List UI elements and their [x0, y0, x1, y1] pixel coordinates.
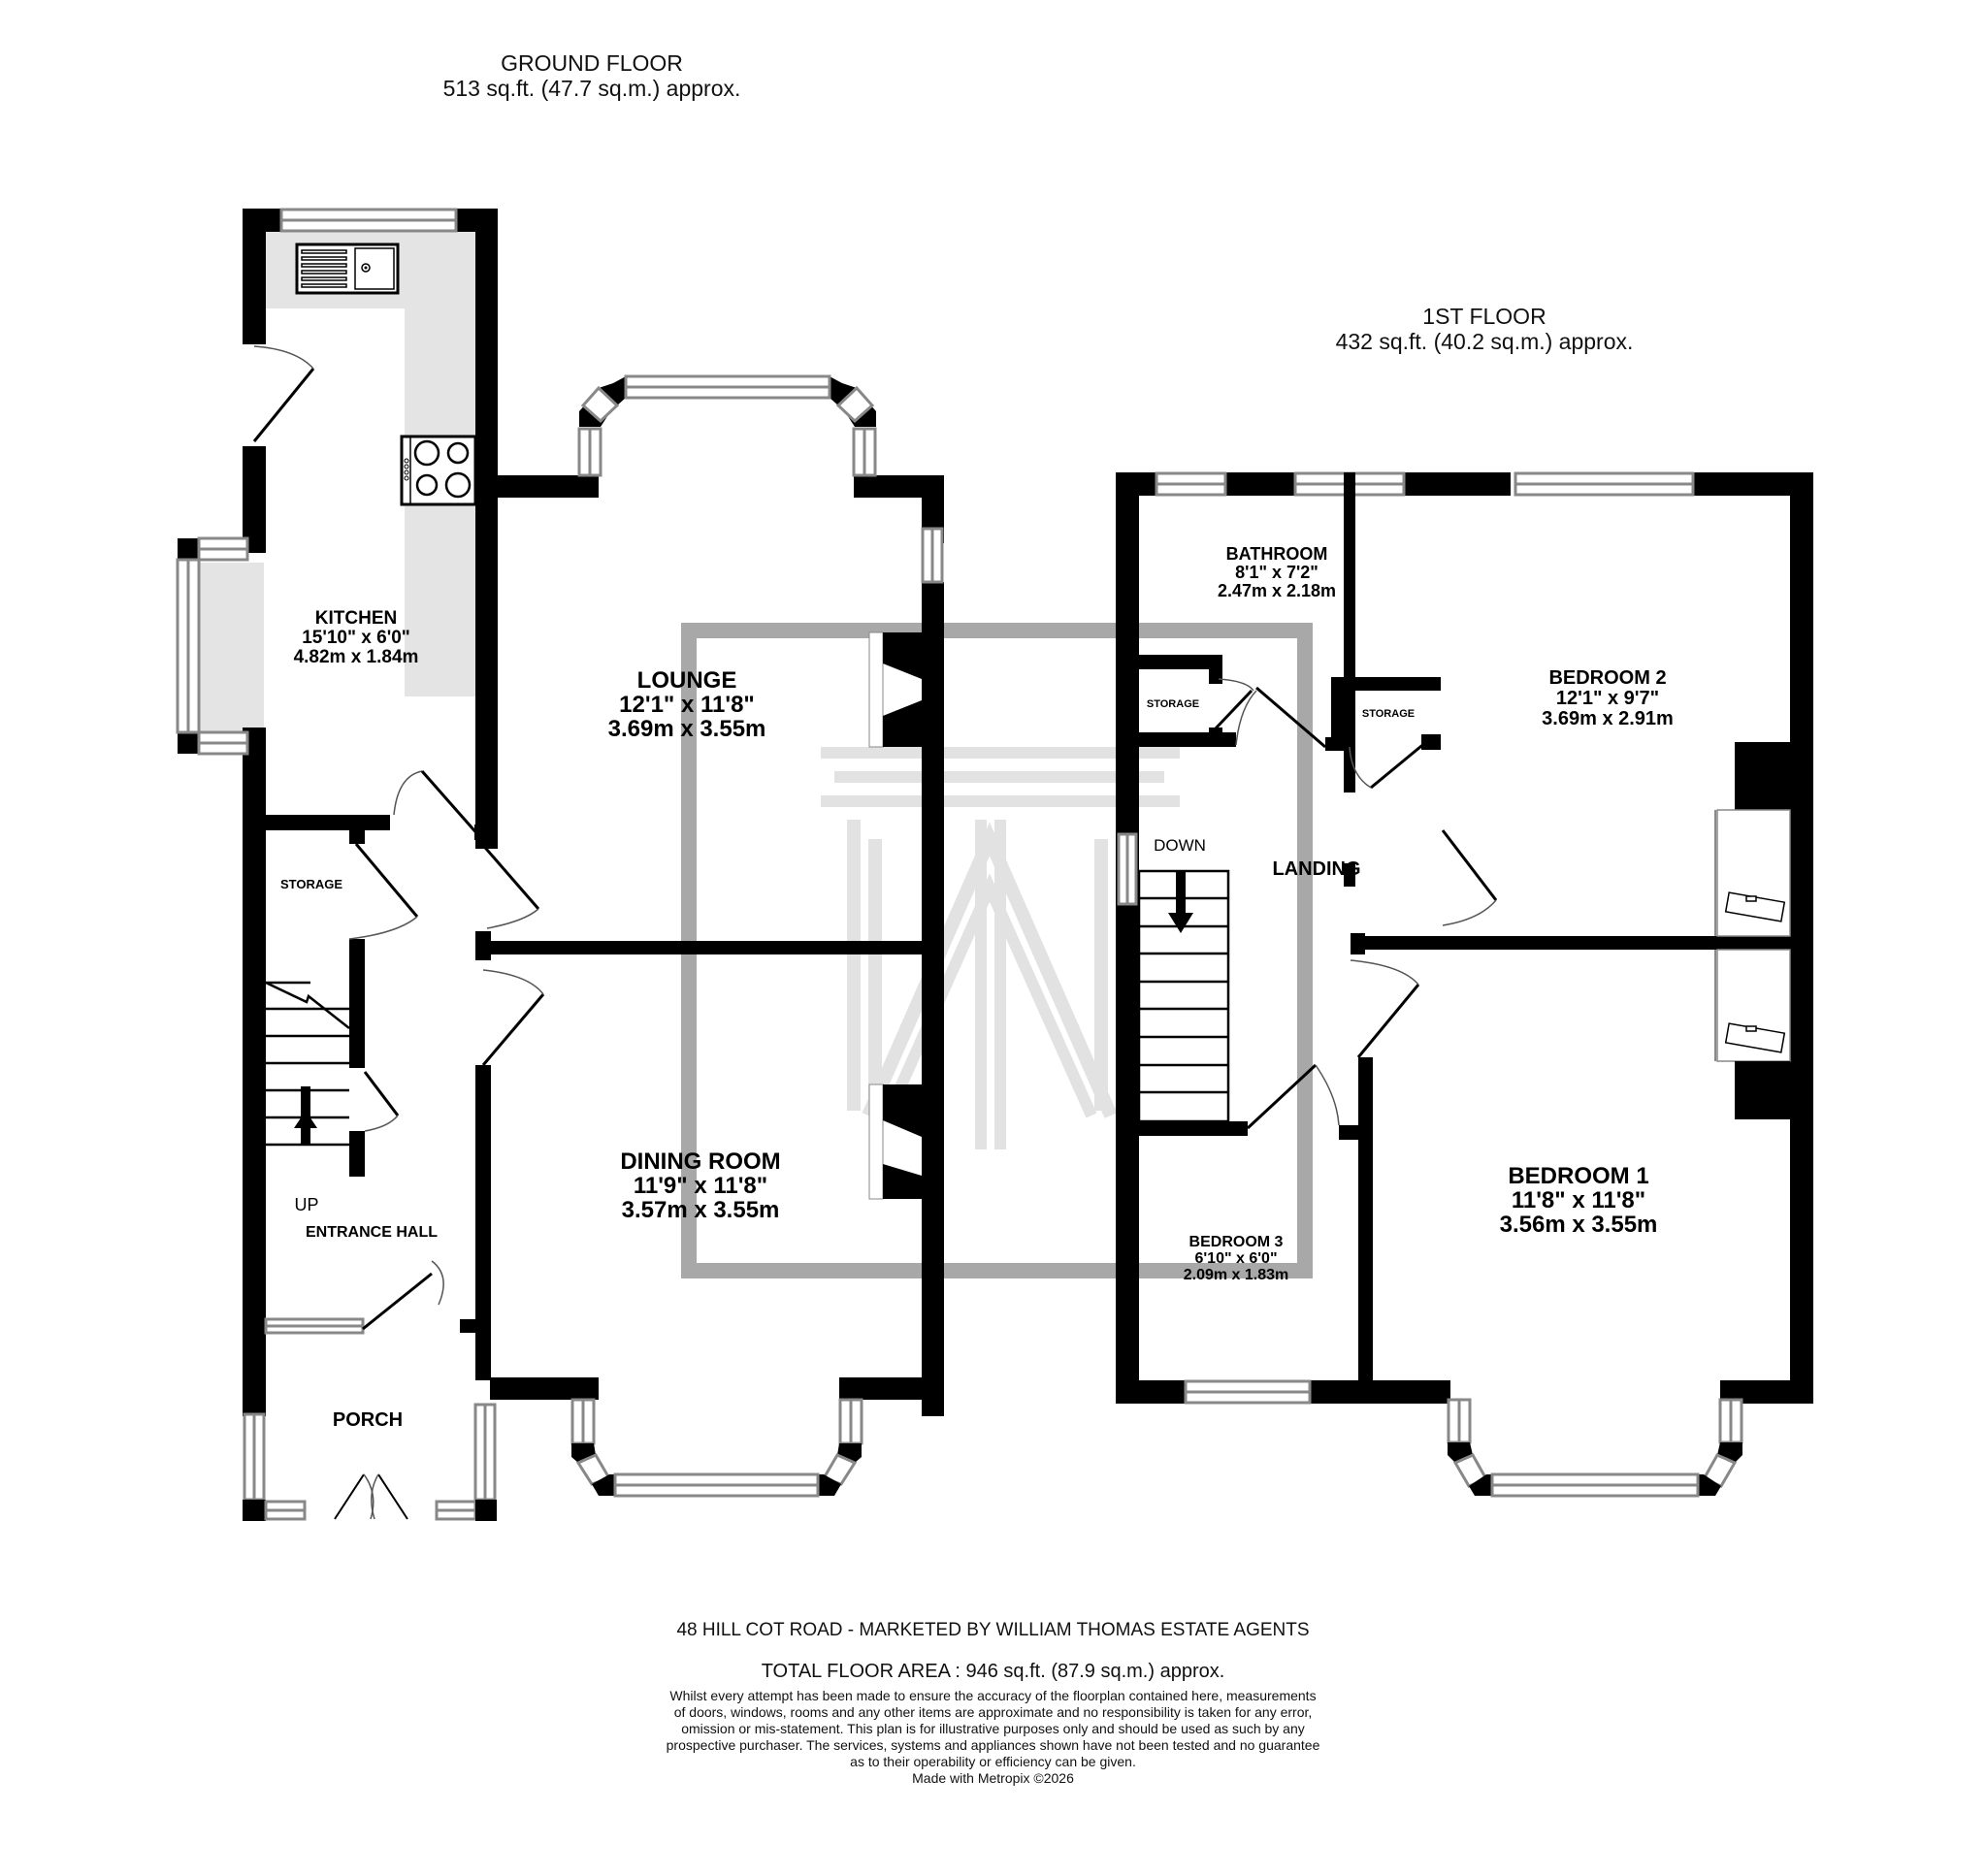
room-label-storage-right: STORAGE	[1361, 708, 1416, 720]
first-floor-area: 432 sq.ft. (40.2 sq.m.) approx.	[1335, 329, 1634, 354]
first-floor-heading: 1ST FLOOR 432 sq.ft. (40.2 sq.m.) approx…	[1232, 304, 1737, 354]
total-floor-area: TOTAL FLOOR AREA : 946 sq.ft. (87.9 sq.m…	[761, 1661, 1225, 1682]
porch-side-window-right	[473, 1403, 497, 1502]
stairs-up-label: UP	[294, 1195, 319, 1214]
porch-side-window-left	[243, 1412, 266, 1502]
room-label-dining-room: DINING ROOM 11'9" x 11'8" 3.57m x 3.55m	[620, 1148, 781, 1224]
dining-bay-window	[570, 1398, 863, 1498]
stairs-down-label: DOWN	[1154, 836, 1206, 855]
arrow-up-icon	[294, 1086, 317, 1145]
boiler-icon	[1724, 1022, 1786, 1053]
dining-chimney-breast	[868, 1084, 922, 1200]
room-label-bedroom-3: BEDROOM 3 6'10" x 6'0" 2.09m x 1.83m	[1183, 1234, 1289, 1283]
ground-floor-plan	[176, 208, 944, 1521]
room-label-storage-ground: STORAGE	[279, 877, 343, 891]
kitchen-door	[252, 345, 315, 442]
footer: 48 HILL COT ROAD - MARKETED BY WILLIAM T…	[0, 1620, 1986, 1787]
disclaimer: Whilst every attempt has been made to en…	[0, 1688, 1986, 1787]
room-label-bedroom-2: BEDROOM 2 12'1" x 9'7" 3.69m x 2.91m	[1542, 667, 1674, 729]
first-floor-plan	[1116, 471, 1813, 1498]
hob-icon	[400, 435, 477, 506]
landing-window	[1117, 832, 1138, 906]
room-label-porch: PORCH	[332, 1409, 404, 1431]
room-label-lounge: LOUNGE 12'1" x 11'8" 3.69m x 3.55m	[607, 667, 766, 743]
lounge-bay-window	[577, 374, 877, 477]
credit: Made with Metropix ©2026	[912, 1770, 1074, 1786]
room-label-bathroom: BATHROOM 8'1" x 7'2" 2.47m x 2.18m	[1217, 544, 1337, 600]
front-door	[334, 1473, 408, 1520]
room-label-storage-left: STORAGE	[1146, 698, 1200, 710]
room-label-landing: LANDING	[1272, 858, 1361, 880]
kitchen-bay-window	[176, 536, 249, 756]
bathroom-window-1	[1155, 471, 1227, 497]
boiler-icon	[1724, 891, 1786, 922]
lounge-chimney-breast	[868, 631, 922, 748]
room-label-entrance-hall: ENTRANCE HALL	[306, 1224, 438, 1241]
first-floor-title: 1ST FLOOR	[1422, 304, 1546, 329]
ground-floor-title: GROUND FLOOR	[501, 50, 683, 76]
stairs-up	[265, 981, 365, 1147]
ground-floor-area: 513 sq.ft. (47.7 sq.m.) approx.	[442, 76, 741, 101]
lounge-side-window	[921, 527, 944, 584]
bedroom-3-window	[1184, 1379, 1312, 1405]
bedroom-1-bay-window	[1447, 1398, 1743, 1498]
arrow-down-icon	[1168, 871, 1193, 933]
room-label-bedroom-1: BEDROOM 1 11'8" x 11'8" 3.56m x 3.55m	[1499, 1163, 1658, 1239]
room-label-kitchen: KITCHEN 15'10" x 6'0" 4.82m x 1.84m	[293, 608, 419, 667]
address-line: 48 HILL COT ROAD - MARKETED BY WILLIAM T…	[676, 1620, 1310, 1640]
stairs-down	[1137, 869, 1230, 1123]
kitchen-window	[279, 208, 458, 233]
bedroom-2-window	[1514, 471, 1695, 497]
kitchen-sink-icon	[295, 243, 400, 295]
ground-floor-heading: GROUND FLOOR 513 sq.ft. (47.7 sq.m.) app…	[369, 50, 815, 101]
